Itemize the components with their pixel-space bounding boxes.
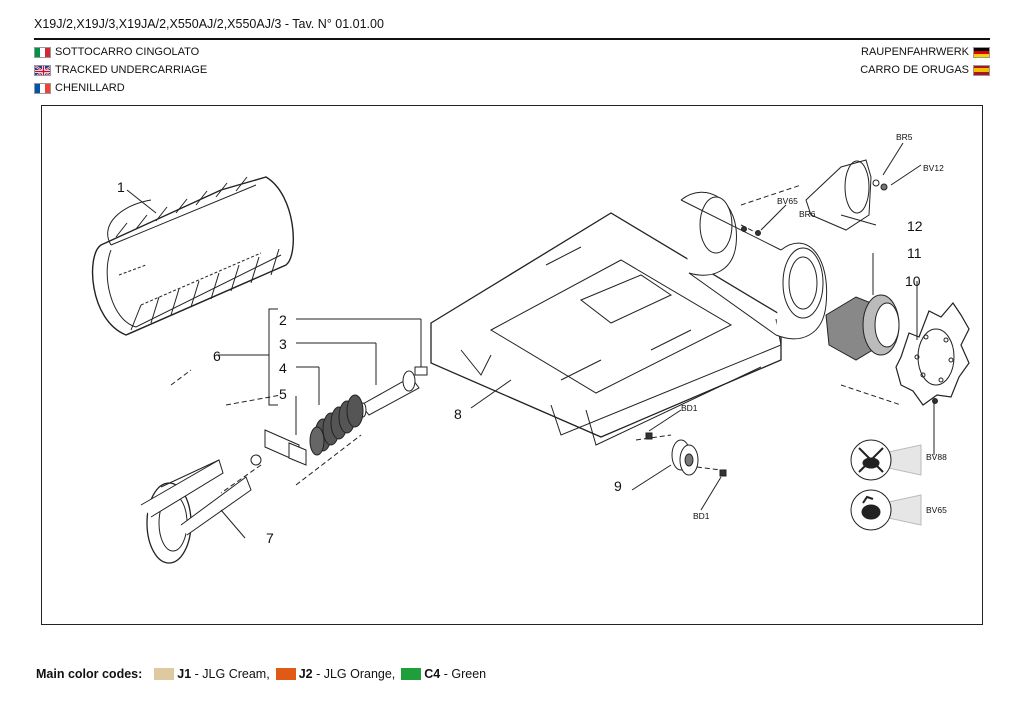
label-br5: BR5 — [896, 132, 913, 142]
callout-5: 5 — [279, 386, 287, 402]
header-divider — [34, 38, 990, 40]
label-es: CARRO DE ORUGAS — [860, 64, 969, 76]
no-lubricant-icon — [850, 439, 922, 481]
italy-flag-icon — [34, 46, 51, 58]
legend-text: - JLG Orange, — [316, 667, 396, 681]
rubber-track-drawing — [91, 176, 295, 336]
label-br6: BR6 — [799, 209, 816, 219]
legend-code: C4 — [424, 667, 441, 681]
callout-4: 4 — [279, 360, 287, 376]
legend-item-j2: J2 - JLG Orange, — [275, 667, 396, 681]
label-bv65-top: BV65 — [777, 196, 798, 206]
legend-caption: Main color codes: — [36, 667, 143, 681]
sprocket-drawing — [895, 302, 970, 406]
callout-7: 7 — [266, 530, 274, 546]
callout-12: 12 — [907, 218, 923, 234]
label-it: SOTTOCARRO CINGOLATO — [55, 46, 200, 58]
label-bv12: BV12 — [923, 163, 944, 173]
track-roller-drawing — [671, 439, 699, 476]
callout-11: 11 — [907, 245, 922, 261]
spain-flag-icon — [973, 64, 990, 76]
spring-drawing — [309, 394, 364, 456]
label-bv65-icon: BV65 — [926, 505, 947, 515]
legend-item-c4: C4 - Green — [401, 667, 486, 681]
callout-10: 10 — [905, 273, 921, 289]
label-de: RAUPENFAHRWERK — [861, 46, 969, 58]
lang-row-en: TRACKED UNDERCARRIAGE — [34, 64, 207, 76]
label-bd1-top: BD1 — [681, 403, 698, 413]
legend-text: - JLG Cream, — [194, 667, 270, 681]
legend-text: - Green — [443, 667, 487, 681]
motor-cover-drawing — [805, 159, 872, 231]
label-fr: CHENILLARD — [55, 82, 125, 94]
legend-item-j1: J1 - JLG Cream, — [154, 667, 270, 681]
callout-6: 6 — [213, 348, 221, 364]
callout-9: 9 — [614, 478, 622, 494]
france-flag-icon — [34, 82, 51, 94]
callout-1: 1 — [117, 179, 125, 195]
callout-2: 2 — [279, 312, 287, 328]
uk-flag-icon — [34, 64, 51, 76]
lang-row-es: CARRO DE ORUGAS — [860, 64, 990, 76]
legend-code: J2 — [298, 667, 313, 681]
lang-row-fr: CHENILLARD — [34, 82, 125, 94]
undercarriage-frame-drawing — [430, 191, 828, 446]
label-bd1-bottom: BD1 — [693, 511, 710, 521]
color-swatch-j1 — [154, 668, 175, 680]
lang-row-it: SOTTOCARRO CINGOLATO — [34, 46, 199, 58]
color-swatch-c4 — [401, 668, 422, 680]
label-bv88: BV88 — [926, 452, 947, 462]
germany-flag-icon — [973, 46, 990, 58]
callout-8: 8 — [454, 406, 462, 422]
idler-wheel-drawing — [140, 459, 252, 564]
drawing-frame — [41, 105, 983, 625]
color-swatch-j2 — [275, 668, 296, 680]
callout-3: 3 — [279, 336, 287, 352]
exploded-parts-diagram: 1 2 3 4 5 6 7 8 9 10 11 12 BR5 BV12 BV65… — [91, 132, 970, 564]
lubricate-icon — [850, 489, 922, 531]
legend-code: J1 — [177, 667, 192, 681]
label-en: TRACKED UNDERCARRIAGE — [55, 64, 208, 76]
travel-motor-drawing — [825, 294, 900, 361]
lang-row-de: RAUPENFAHRWERK — [861, 46, 990, 58]
color-legend: Main color codes: J1 - JLG Cream, J2 - J… — [36, 667, 492, 681]
page-title: X19J/2,X19J/3,X19JA/2,X550AJ/2,X550AJ/3 … — [34, 17, 384, 31]
